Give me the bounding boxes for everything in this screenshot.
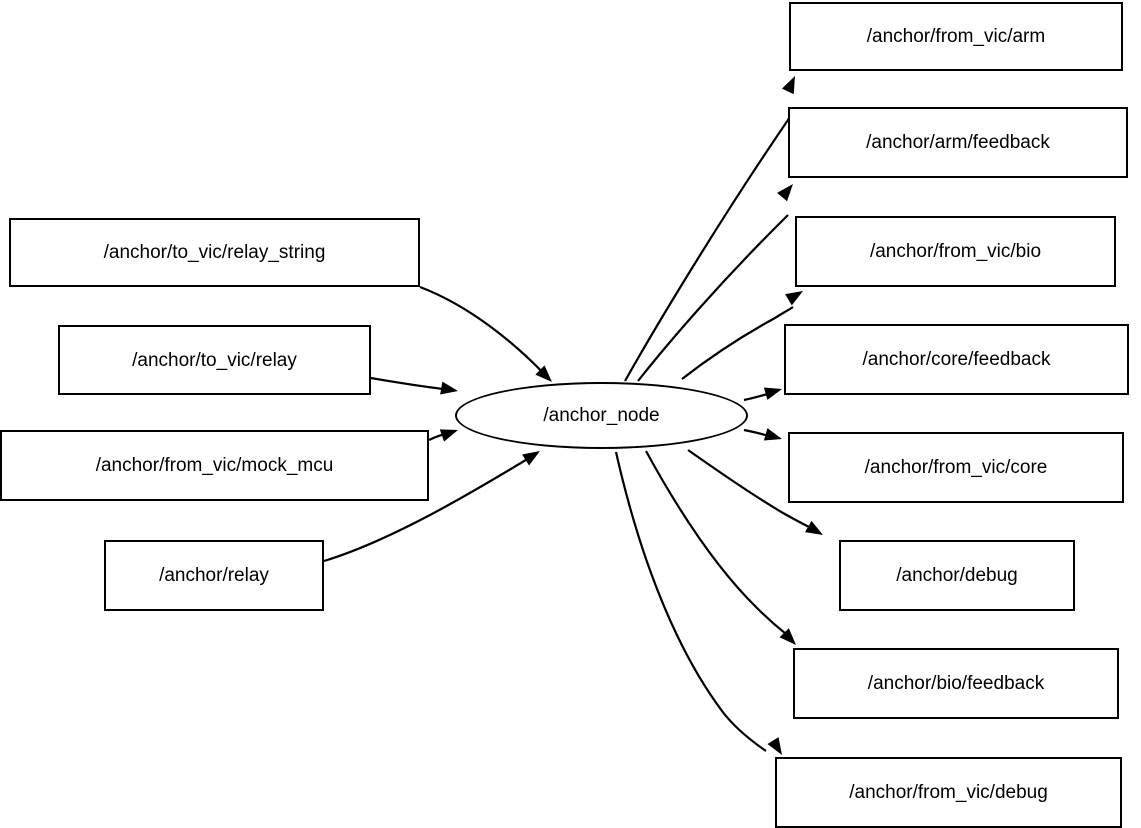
edge-e-node-arm_feedback [637,184,793,382]
topic-label: /anchor/to_vic/relay [132,349,297,371]
edge-line [681,306,794,380]
subscriber-topic-arm_feedback[interactable]: /anchor/arm/feedback [788,107,1128,178]
center-node-anchor_node[interactable]: /anchor_node [455,382,748,449]
topic-label: /anchor/arm/feedback [866,132,1050,153]
edge-line [428,430,453,441]
edge-line [419,285,548,378]
edge-line [743,391,773,402]
center-node-label: /anchor_node [543,405,660,426]
edge-line [624,113,792,382]
edge-arrowhead [781,76,795,95]
publisher-topic-from_vic_mock_mcu[interactable]: /anchor/from_vic/mock_mcu [0,430,429,501]
subscriber-topic-core_feedback[interactable]: /anchor/core/feedback [784,324,1129,395]
edge-line [614,451,767,752]
subscriber-topic-from_vic_debug[interactable]: /anchor/from_vic/debug [775,757,1122,828]
topic-label: /anchor/from_vic/mock_mcu [95,455,334,476]
edge-arrowhead [763,428,782,441]
edge-line [645,450,787,635]
topic-label: /anchor/from_vic/arm [866,26,1046,47]
edge-arrowhead [785,291,803,306]
topic-label: /anchor/from_vic/core [864,457,1048,478]
edge-e-relay_string-node [419,285,552,382]
topic-label: /anchor/relay [159,565,269,586]
edge-arrowhead [777,184,793,202]
publisher-topic-to_vic_relay[interactable]: /anchor/to_vic/relay [58,325,371,395]
publisher-topic-relay[interactable]: /anchor/relay [104,540,324,611]
edge-line [743,428,773,439]
edge-e-node-core_feedback [743,387,782,402]
edge-e-node-from_vic_core [743,428,782,441]
publisher-topic-to_vic_relay_string[interactable]: /anchor/to_vic/relay_string [9,218,420,287]
topic-label: /anchor/to_vic/relay_string [103,242,326,263]
edge-arrowhead [779,628,796,645]
subscriber-topic-bio_feedback[interactable]: /anchor/bio/feedback [793,648,1119,719]
topic-label: /anchor/from_vic/bio [869,241,1042,262]
subscriber-topic-from_vic_arm[interactable]: /anchor/from_vic/arm [789,2,1123,71]
edge-arrowhead [805,520,823,535]
edge-arrowhead [763,387,782,400]
edge-arrowhead [767,737,782,755]
subscriber-topic-from_vic_bio[interactable]: /anchor/from_vic/bio [795,216,1116,287]
edge-arrowhead [439,429,458,442]
edge-e-to_vic_relay-node [370,376,458,395]
topic-label: /anchor/core/feedback [862,349,1051,370]
edge-arrowhead [440,381,458,395]
edge-line [370,376,453,392]
edge-line [637,214,789,382]
edge-e-node-from_vic_debug [614,451,782,755]
topic-label: /anchor/debug [896,565,1018,586]
topic-label: /anchor/bio/feedback [867,673,1045,694]
edge-arrowhead [522,451,540,466]
subscriber-topic-from_vic_core[interactable]: /anchor/from_vic/core [788,432,1124,503]
edge-e-node-from_vic_arm [624,76,795,382]
edge-e-mock_mcu-node [428,429,458,442]
topic-label: /anchor/from_vic/debug [849,782,1048,803]
edge-e-node-bio_feedback [645,450,796,645]
subscriber-topic-debug[interactable]: /anchor/debug [839,540,1075,611]
